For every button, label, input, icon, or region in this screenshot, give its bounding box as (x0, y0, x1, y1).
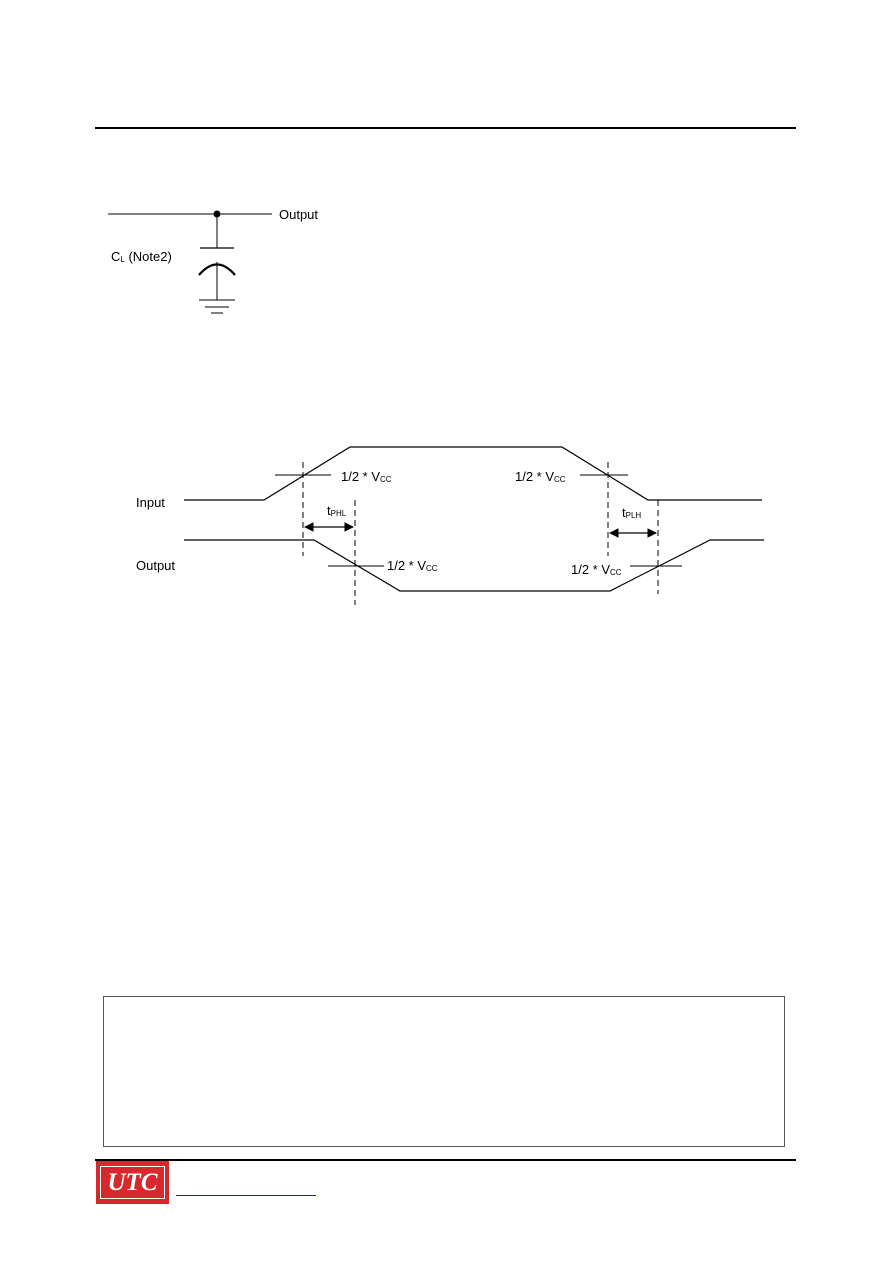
half-vcc-label-input-rise: 1/2 * VCC (341, 469, 392, 484)
circuit-output-label: Output (279, 207, 318, 222)
capacitor-label: CL (Note2) (111, 249, 172, 264)
website-link[interactable] (176, 1195, 316, 1196)
header-rule (95, 127, 796, 129)
footer-rule (95, 1159, 796, 1161)
half-vcc-label-output-fall: 1/2 * VCC (387, 558, 438, 573)
half-vcc-label-input-fall: 1/2 * VCC (515, 469, 566, 484)
tphl-label: tPHL (327, 503, 347, 518)
half-vcc-label-output-rise: 1/2 * VCC (571, 562, 622, 577)
output-signal-label: Output (136, 558, 175, 573)
utc-logo-frame: UTC (100, 1166, 165, 1199)
notice-box (103, 996, 785, 1147)
utc-logo: UTC (96, 1161, 169, 1204)
input-signal-label: Input (136, 495, 165, 510)
input-waveform (184, 446, 762, 501)
tplh-label: tPLH (622, 505, 641, 520)
utc-logo-text: UTC (107, 1168, 158, 1196)
output-waveform (184, 539, 764, 592)
